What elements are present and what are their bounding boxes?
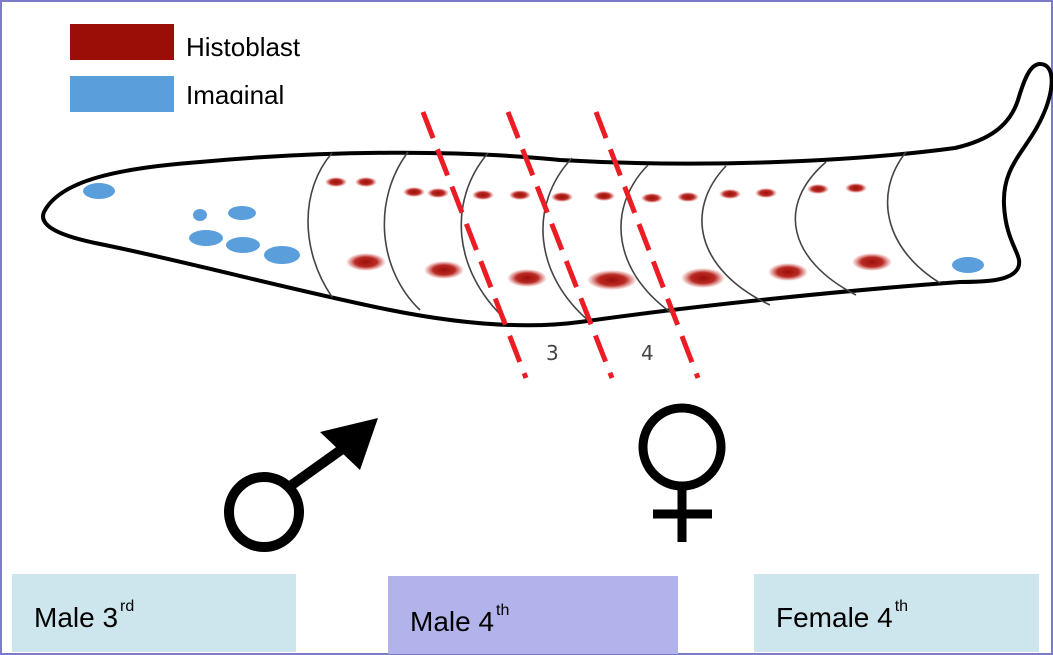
larva-body-outline: [43, 64, 1052, 325]
panel-sup-text: th: [895, 598, 908, 615]
segment-label-3: 3: [546, 341, 559, 365]
panel-main-text: Female 4: [776, 602, 893, 633]
panel-sup-text: rd: [120, 598, 134, 615]
male-symbol: [229, 418, 378, 547]
panel-main-text: Male 3: [34, 602, 118, 633]
panel-sup-text: th: [496, 602, 509, 619]
panel-main-text: Male 4: [410, 606, 494, 637]
female-symbol: [643, 408, 721, 542]
segment-label-4: 4: [641, 341, 654, 365]
